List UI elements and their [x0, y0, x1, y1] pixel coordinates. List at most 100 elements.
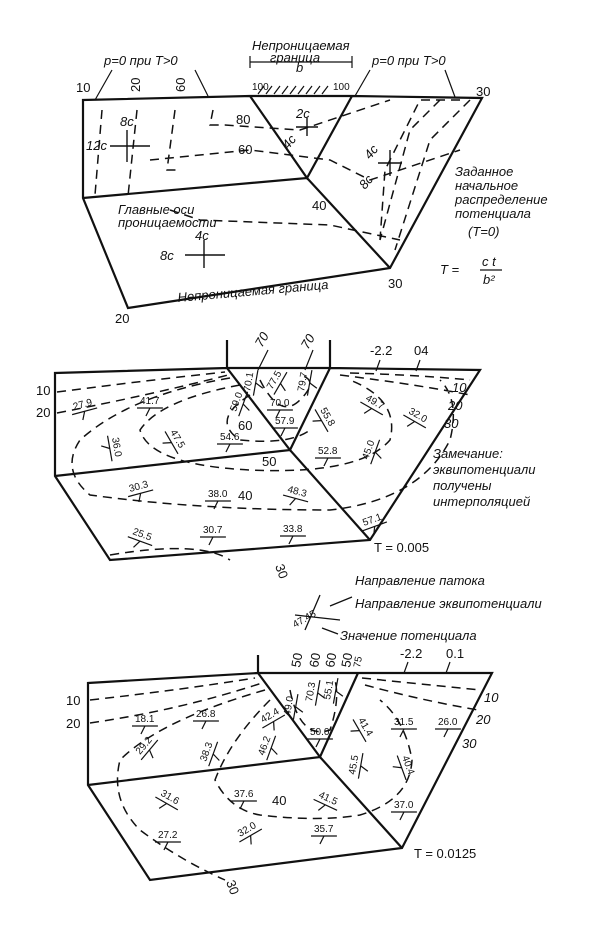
flow-tick-mark [332, 678, 344, 704]
potential-value: 57.9 [275, 416, 295, 427]
top-value: 60 [306, 652, 323, 669]
potential-values: 18.1 26.8 42.4 49.0 70.3 55.1 50.0 41.4 … [132, 678, 461, 851]
contour-label: 60 [238, 142, 252, 157]
flow-tick-mark [282, 494, 309, 506]
top-value: -2.2 [370, 343, 392, 358]
flow-tick-mark [267, 409, 293, 419]
boundary-value: 100 [333, 82, 350, 93]
edge-label: 20 [128, 78, 143, 92]
potential-value: 41.7 [140, 396, 160, 407]
edge-label: 20 [447, 398, 463, 413]
edge-label: 10 [76, 80, 90, 95]
legend: Направление патока Направление эквипотен… [291, 573, 542, 643]
flow-tick-mark [311, 835, 337, 845]
potential-value: 49.0 [282, 695, 296, 717]
top-value: 04 [414, 343, 428, 358]
top-value: 60 [322, 652, 339, 669]
block-outline [53, 340, 483, 562]
flow-tick-mark [403, 414, 427, 429]
value-leaders [403, 661, 451, 674]
flow-tick-mark [238, 391, 250, 417]
top-value: 75 [352, 655, 365, 668]
top-value: -2.2 [400, 646, 422, 661]
potential-value: 37.0 [394, 800, 414, 811]
perm-label: 4c [279, 131, 300, 152]
axes-title: проницаемости [118, 215, 217, 230]
flow-tick-mark [292, 694, 304, 720]
flow-tick-mark [262, 714, 286, 731]
edge-label: 20 [36, 405, 50, 420]
flow-tick-mark [306, 370, 318, 396]
legend-flow: Направление патока [355, 573, 485, 588]
flow-tick-mark [231, 800, 257, 810]
potential-value: 70.3 [304, 681, 318, 703]
potential-value: 37.6 [234, 789, 254, 800]
flow-tick-mark [357, 753, 369, 779]
potential-value: 27.2 [158, 830, 178, 841]
potential-value: 52.8 [318, 446, 338, 457]
pressure-note-left: p=0 при T>0 [103, 53, 178, 68]
edge-label: 20 [66, 716, 80, 731]
formula-denominator: b² [483, 272, 495, 287]
flow-tick-mark [71, 407, 98, 421]
edge-label: 10 [36, 383, 50, 398]
potential-value: 26.8 [196, 709, 216, 720]
formula-numerator: c t [482, 254, 497, 269]
flow-tick-mark [370, 439, 382, 465]
contour-lines [94, 99, 471, 251]
potential-value: 46.2 [256, 735, 273, 757]
flow-tick-mark [239, 828, 263, 845]
flow-tick-mark [193, 720, 219, 730]
flow-tick-mark [101, 435, 113, 462]
flow-tick-mark [155, 841, 181, 851]
edge-label: 20 [475, 712, 491, 727]
flow-tick-mark [315, 457, 341, 467]
edge-label: 10 [452, 380, 467, 395]
top-value: 50 [338, 652, 355, 669]
initial-note: Заданное [455, 164, 513, 179]
flow-tick-mark [266, 735, 278, 761]
pressure-leaders [94, 69, 456, 101]
legend-sample-value: 47.45 [291, 608, 319, 630]
perm-label: 2c [295, 106, 310, 121]
interpolation-note: эквипотенциали [433, 462, 535, 477]
top-value: 70 [298, 331, 319, 352]
contour-label: 50 [262, 454, 276, 469]
formula: T = [440, 262, 460, 277]
flow-tick-mark [350, 719, 367, 743]
contour-label: 60 [238, 418, 252, 433]
flow-tick-mark [392, 755, 407, 781]
width-symbol: b [296, 60, 303, 75]
block-outline [81, 94, 484, 310]
edge-label: 30 [476, 84, 490, 99]
flow-tick-mark [155, 796, 179, 811]
perm-label: 12c [86, 138, 107, 153]
interpolation-note: интерполяцией [433, 494, 530, 509]
interpolation-note: получены [433, 478, 492, 493]
axes-vertical-label: 4c [195, 228, 209, 243]
boundary-value: 100 [252, 82, 269, 93]
edge-label: 10 [66, 693, 80, 708]
flow-tick-mark [137, 407, 163, 417]
diagram-t-00125: -2.2 0.1 50 60 60 50 75 10 20 10 20 30 4… [66, 646, 499, 897]
initial-note: начальное [455, 178, 518, 193]
contour-lines [89, 677, 481, 881]
flow-tick-mark [140, 739, 159, 761]
potential-value: 45.5 [347, 754, 361, 776]
initial-note: потенциала [455, 206, 531, 221]
edge-label: 30 [388, 276, 402, 291]
initial-note: (T=0) [468, 224, 499, 239]
potential-value: 38.0 [208, 489, 228, 500]
flow-tick-mark [391, 811, 417, 821]
flow-tick-mark [162, 431, 179, 455]
flow-tick-mark [391, 728, 417, 738]
flow-tick-mark [313, 798, 338, 811]
perm-label: 8c [120, 114, 134, 129]
potential-value: 30.3 [128, 479, 150, 495]
potential-value: 50.0 [310, 727, 330, 738]
potential-value: 18.1 [135, 714, 155, 725]
flow-tick-mark [280, 535, 306, 545]
perm-label: 4c [361, 141, 382, 162]
bottom-boundary-label: Непроницаемая граница [177, 277, 329, 305]
potential-value: 57.1 [361, 512, 383, 529]
